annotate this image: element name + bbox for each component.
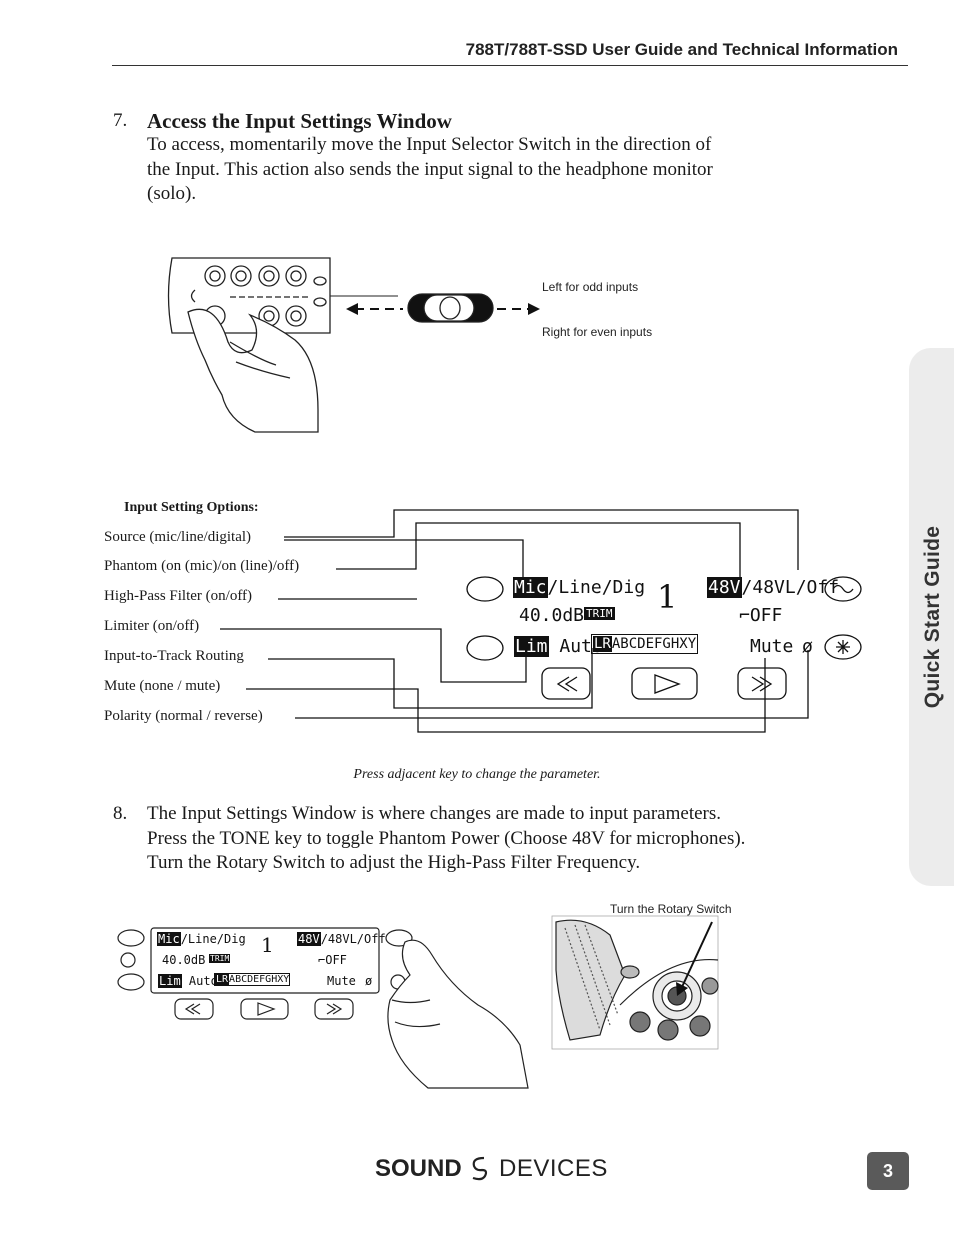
step-7-heading: Access the Input Settings Window [147,109,452,133]
small-lcd-phantom-options: /48VL/Off [320,932,386,946]
lcd-gain: 40.0dB [519,605,585,626]
step-8-number: 8. [113,803,128,824]
small-lcd-source-selected: Mic [157,932,181,946]
option-polarity: Polarity (normal / reverse) [104,708,263,724]
lcd-trim-badge: TRIM [584,607,615,620]
lcd-input-number: 1 [657,578,678,616]
small-lcd-mute: Mute [327,974,356,988]
sound-devices-logo: SOUND DEVICES [375,1155,608,1183]
small-lcd-limiter-mode: Auto [188,974,218,988]
step-7-line: the Input. This action also sends the in… [147,158,713,180]
step-7-line: (solo). [147,183,197,204]
lcd-source-options: /Line/Dig [547,577,646,598]
switch-right-label: Right for even inputs [542,325,653,339]
small-lcd-source-options: /Line/Dig [180,932,246,946]
step-7-text: To access, momentarily move the Input Se… [147,133,713,207]
option-high-pass-filter: High-Pass Filter (on/off) [104,588,253,604]
option-mute: Mute (none / mute) [104,678,221,694]
section-side-tab [909,348,954,886]
lcd-phantom-options: /48VL/Off [741,577,840,598]
lcd-limiter-selected: Lim [514,636,549,657]
header-divider [112,65,908,66]
lcd-mute: Mute [750,636,794,657]
lcd-hpf: ⌐OFF [739,605,783,626]
small-lcd-source: Mic/Line/Dig [157,932,246,946]
small-lcd-limiter-selected: Lim [158,974,182,988]
small-lcd-gain: 40.0dB [162,953,206,967]
small-lcd-limiter: Lim Auto [158,974,218,988]
small-lcd-routing-selected: LR [215,974,230,985]
small-lcd-routing: LRABCDEFGHXY [214,973,291,986]
lcd-source-selected: Mic [513,577,548,598]
small-lcd-phantom: 48V/48VL/Off [297,932,386,946]
options-heading: Input Setting Options: [124,500,259,515]
switch-left-label: Left for odd inputs [542,280,639,294]
lcd-routing-tracks: ABCDEFGHXY [611,636,697,652]
page-number: 3 [867,1152,909,1190]
option-source: Source (mic/line/digital) [104,529,252,545]
small-lcd-polarity: ø [365,974,373,988]
lcd-routing: LRABCDEFGHXY [591,634,699,654]
figure-caption: Press adjacent key to change the paramet… [353,767,601,782]
small-lcd-routing-tracks: ABCDEFGHXY [229,974,290,985]
small-lcd-hpf: ⌐OFF [318,953,347,967]
lcd-phantom-selected: 48V [707,577,742,598]
small-lcd-trim-badge: TRIM [209,954,231,963]
step-8-line: The Input Settings Window is where chang… [147,803,721,824]
logo-sound-text: SOUND [375,1155,462,1182]
lcd-source: Mic/Line/Dig [513,577,645,598]
small-lcd-input-number: 1 [261,933,274,957]
step-8-text: The Input Settings Window is where chang… [147,802,745,876]
logo-devices-text: DEVICES [499,1155,608,1182]
option-phantom: Phantom (on (mic)/on (line)/off) [104,558,300,574]
lcd-phantom: 48V/48VL/Off [707,577,839,598]
option-routing: Input-to-Track Routing [104,648,244,664]
page-header-title: 788T/788T-SSD User Guide and Technical I… [465,40,898,59]
step-7-line: To access, momentarily move the Input Se… [147,134,712,155]
step-8-line: Press the TONE key to toggle Phantom Pow… [147,827,746,849]
logo-swirl-icon [468,1155,492,1181]
step-8-line: Turn the Rotary Switch to adjust the Hig… [147,852,641,873]
option-limiter: Limiter (on/off) [104,618,200,634]
step-7-number: 7. [113,110,128,131]
lcd-routing-selected: LR [593,636,612,652]
rotary-switch-label: Turn the Rotary Switch [610,902,732,916]
small-lcd-phantom-selected: 48V [297,932,321,946]
lcd-polarity: ø [802,636,813,657]
